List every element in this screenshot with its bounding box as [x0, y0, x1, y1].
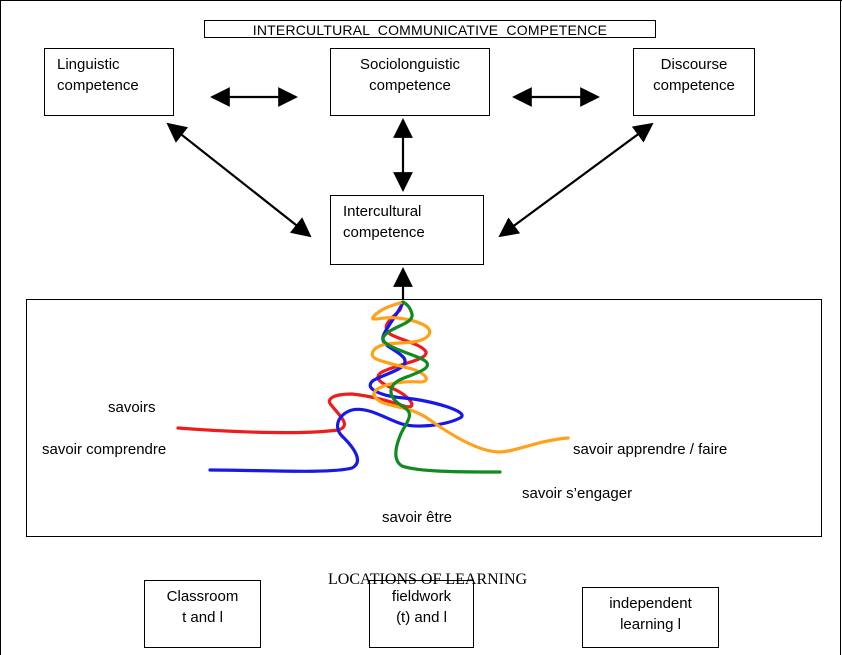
strand-blue: [208, 300, 464, 473]
arrow-discourse-intercultural: [498, 122, 654, 238]
independent-line1: independent: [609, 595, 692, 612]
intercultural-competence-box: Intercultural competence: [330, 195, 484, 265]
location-fieldwork-box: fieldwork (t) and l: [369, 580, 474, 648]
classroom-line1: Classroom: [166, 588, 239, 605]
intercultural-label-line2: competence: [343, 224, 425, 241]
strand-green: [381, 300, 502, 474]
fieldwork-line1: fieldwork: [391, 588, 452, 605]
label-savoir-etre: savoir être: [382, 509, 453, 526]
strand-orange: [370, 300, 570, 454]
frame-right-line: [840, 0, 841, 655]
fieldwork-line2: (t) and l: [396, 609, 447, 626]
label-savoir-engager: savoir s’engager: [522, 485, 633, 502]
sociolinguistic-label-line1: Sociolonguistic: [359, 56, 461, 73]
savoirs-panel: [26, 299, 822, 537]
label-savoir-apprendre: savoir apprendre / faire: [573, 441, 728, 458]
classroom-line2: t and l: [182, 609, 223, 626]
diagram-title: INTERCULTURAL COMMUNICATIVE COMPETENCE: [204, 20, 656, 38]
sociolinguistic-label-line2: competence: [369, 77, 451, 94]
frame-top-line: [0, 0, 842, 1]
discourse-label-line1: Discourse: [660, 56, 728, 73]
linguistic-label-line1: Linguistic: [57, 56, 120, 73]
linguistic-competence-box: Linguistic competence: [44, 48, 174, 116]
frame-left-line: [0, 0, 1, 655]
label-savoirs: savoirs: [108, 399, 156, 416]
discourse-label-line2: competence: [653, 77, 735, 94]
linguistic-label-line2: competence: [57, 77, 139, 94]
sociolinguistic-competence-box: Sociolonguistic competence: [330, 48, 490, 116]
locations-title: LOCATIONS OF LEARNING: [328, 571, 528, 588]
independent-line2: learning l: [620, 616, 681, 633]
arrow-linguistic-intercultural: [166, 122, 312, 238]
location-classroom-box: Classroom t and l: [144, 580, 261, 648]
label-savoir-comprendre: savoir comprendre: [42, 441, 167, 458]
discourse-competence-box: Discourse competence: [633, 48, 755, 116]
intercultural-label-line1: Intercultural: [343, 203, 422, 220]
strand-red: [176, 300, 428, 435]
location-independent-box: independent learning l: [582, 587, 719, 648]
